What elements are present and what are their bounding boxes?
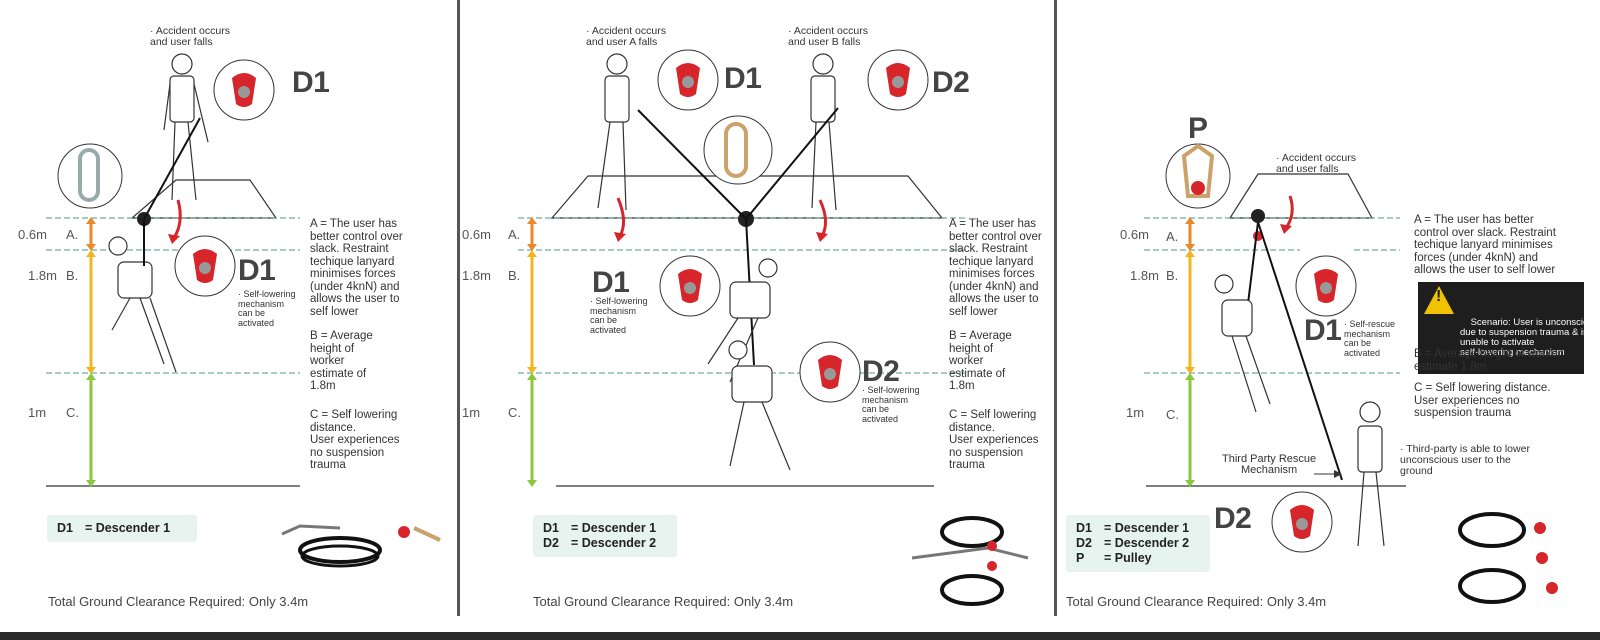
rescue-kit-product-image xyxy=(1458,512,1558,604)
lanyard-b xyxy=(745,107,839,220)
legend-row: D1= Descender 1 xyxy=(1076,521,1190,535)
carabiner-callout xyxy=(57,143,123,209)
height-a-letter: A. xyxy=(1166,229,1179,244)
panel-divider-2 xyxy=(1054,0,1057,616)
label-pulley: P xyxy=(1188,112,1208,145)
desc-c: C = Self lowering distance. User experie… xyxy=(1414,382,1551,419)
lanyard-a xyxy=(637,109,747,220)
label-d1-mid: D1 xyxy=(592,266,630,299)
note-self-lowering: · Self-lowering mechanism can be activat… xyxy=(238,289,296,328)
height-c-letter: C. xyxy=(508,405,521,420)
suspended-victim xyxy=(1214,274,1271,413)
bottom-bar xyxy=(0,632,1600,640)
note-self-lowering-2: · Self-lowering mechanism can be activat… xyxy=(862,385,920,424)
legend-row: D1= Descender 1 xyxy=(543,521,657,535)
note-third-party: · Third-party is able to lower unconscio… xyxy=(1400,443,1530,477)
descender-callout-d2-top xyxy=(867,49,929,111)
panel-two-descenders: · Accident occurs and user A falls · Acc… xyxy=(462,0,1076,616)
height-a-value: 0.6m xyxy=(18,227,47,242)
panel2-illustration xyxy=(518,49,1029,606)
height-a-letter: A. xyxy=(66,227,79,242)
warning-icon xyxy=(1424,286,1454,314)
carabiner-callout xyxy=(703,115,773,185)
label-d2-top: D2 xyxy=(932,66,970,99)
legend: D1= Descender 1 D2= Descender 2 xyxy=(533,515,677,557)
height-c-letter: C. xyxy=(1166,407,1179,422)
desc-a: A = The user has better control over sla… xyxy=(1414,214,1556,276)
anchor-pulley xyxy=(1251,209,1265,223)
height-a-value: 0.6m xyxy=(1120,227,1149,242)
label-d1-top: D1 xyxy=(292,66,330,99)
note-user-b-falls: · Accident occurs and user B falls xyxy=(788,25,868,48)
lanyard-top xyxy=(143,117,201,220)
note-user-falls: · Accident occurs and user falls xyxy=(1276,152,1356,175)
legend-row: D2= Descender 2 xyxy=(543,536,657,550)
suspended-worker xyxy=(108,236,177,373)
third-party-mechanism-label: Third Party Rescue Mechanism xyxy=(1222,453,1317,476)
lanyard-product-image xyxy=(281,524,441,568)
height-b-letter: B. xyxy=(1166,268,1179,283)
pulley-callout xyxy=(1165,143,1231,209)
height-c-value: 1m xyxy=(462,405,481,420)
rescue-mechanism-pointer xyxy=(1334,470,1342,478)
label-d1-mid: D1 xyxy=(238,254,276,287)
platform xyxy=(130,179,278,219)
descender-callout-d1-top xyxy=(657,49,719,111)
panel-divider-1 xyxy=(457,0,460,616)
height-c-value: 1m xyxy=(28,405,47,420)
legend-row: D1= Descender 1 xyxy=(57,521,171,535)
desc-b: B = Average height of worker estimate 1.… xyxy=(1414,348,1562,373)
clearance-text: Total Ground Clearance Required: Only 3.… xyxy=(533,594,794,609)
desc-c: C = Self lowering distance. User experie… xyxy=(949,409,1039,471)
legend-row: P= Pulley xyxy=(1076,551,1152,565)
label-d1-top: D1 xyxy=(724,62,762,95)
descender-callout-top xyxy=(213,59,275,121)
desc-c: C = Self lowering distance. User experie… xyxy=(310,409,400,471)
height-a-letter: A. xyxy=(508,227,521,242)
desc-b: B = Average height of worker estimate of… xyxy=(310,330,373,392)
suspended-worker-b xyxy=(728,340,791,471)
height-b-letter: B. xyxy=(508,268,521,283)
panel-single-descender: · Accident occurs and user falls D1 D1 ·… xyxy=(0,0,464,616)
rope-to-rescuer xyxy=(1257,221,1343,481)
descender-callout-d1-mid xyxy=(659,255,721,317)
height-b-value: 1.8m xyxy=(462,268,491,283)
desc-a: A = The user has better control over sla… xyxy=(310,218,403,318)
note-self-rescue: · Self-rescue mechanism can be activated xyxy=(1344,319,1396,358)
height-b-value: 1.8m xyxy=(28,268,57,283)
panel1-illustration xyxy=(46,53,441,568)
descender-callout-d2 xyxy=(1271,491,1333,553)
desc-a: A = The user has better control over sla… xyxy=(949,218,1042,318)
platform xyxy=(1228,173,1374,219)
legend: D1= Descender 1 xyxy=(47,515,197,542)
descender-callout-mid xyxy=(174,235,236,297)
height-c-letter: C. xyxy=(66,405,79,420)
scenario-warning: ! Scenario: User is unconscious due to s… xyxy=(1418,282,1598,374)
note-user-a-falls: · Accident occurs and user A falls xyxy=(586,25,666,48)
height-b-letter: B. xyxy=(66,268,79,283)
worker-a xyxy=(597,53,630,211)
twin-lanyard-product-image xyxy=(911,516,1029,606)
panel-rescue: P · Accident occurs and user falls 0.6m … xyxy=(1066,0,1600,616)
height-c-value: 1m xyxy=(1126,405,1145,420)
descender-callout-d2-mid xyxy=(799,341,861,403)
standing-worker xyxy=(163,53,209,201)
suspended-worker-a xyxy=(707,258,778,383)
note-self-lowering-1: · Self-lowering mechanism can be activat… xyxy=(590,296,648,335)
height-b-value: 1.8m xyxy=(1130,268,1159,283)
legend: D1= Descender 1 D2= Descender 2 P= Pulle… xyxy=(1066,515,1210,572)
desc-b: B = Average height of worker estimate of… xyxy=(949,330,1012,392)
panel3-illustration xyxy=(1144,143,1558,604)
warning-text: Scenario: User is unconscious due to sus… xyxy=(1460,317,1599,358)
descender-callout-d1 xyxy=(1295,255,1357,317)
clearance-text: Total Ground Clearance Required: Only 3.… xyxy=(48,594,309,609)
rescuer-worker xyxy=(1357,401,1385,547)
legend-row: D2= Descender 2 xyxy=(1076,536,1190,550)
label-d1: D1 xyxy=(1304,314,1342,347)
label-d2: D2 xyxy=(1214,502,1252,535)
height-a-value: 0.6m xyxy=(462,227,491,242)
clearance-text: Total Ground Clearance Required: Only 3.… xyxy=(1066,594,1327,609)
note-user-falls: · Accident occurs and user falls xyxy=(150,25,230,48)
label-d2-mid: D2 xyxy=(862,355,900,388)
